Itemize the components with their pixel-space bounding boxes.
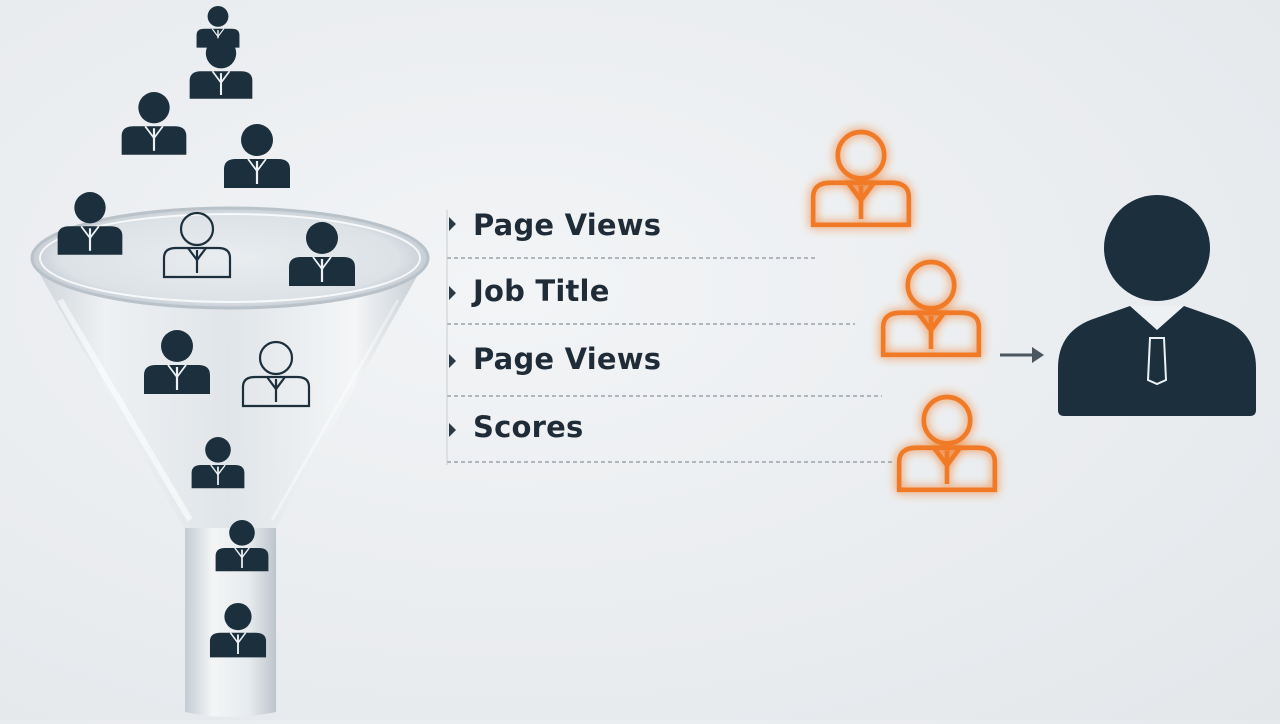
person-icon <box>191 437 245 489</box>
person-large-icon <box>1058 195 1256 416</box>
crowd-people <box>57 6 355 658</box>
person-icon <box>57 192 123 255</box>
person-outline-icon <box>162 211 232 279</box>
criteria-label-page-views-2: Page Views <box>473 342 662 376</box>
qualified-leads <box>810 129 998 493</box>
person-orange-outline-icon <box>896 394 998 493</box>
bullet-icon <box>449 354 456 368</box>
criteria-guides <box>446 210 892 465</box>
arrow-right-icon <box>1000 347 1044 363</box>
person-icon <box>289 222 355 286</box>
person-icon <box>121 92 187 155</box>
criteria-label-page-views: Page Views <box>473 208 662 242</box>
bullet-icon <box>449 217 456 231</box>
person-orange-outline-icon <box>810 129 912 228</box>
criteria-label-job-title: Job Title <box>473 274 610 308</box>
person-icon <box>144 330 210 394</box>
person-orange-outline-icon <box>880 259 982 358</box>
person-icon <box>215 520 269 572</box>
bullet-icon <box>449 286 456 300</box>
person-icon <box>209 603 267 658</box>
person-icon <box>224 124 290 188</box>
funnel-cone <box>33 262 425 530</box>
person-icon <box>189 38 253 99</box>
person-outline-icon <box>241 340 311 408</box>
bullet-icon <box>449 423 456 437</box>
criteria-label-scores: Scores <box>473 410 584 444</box>
